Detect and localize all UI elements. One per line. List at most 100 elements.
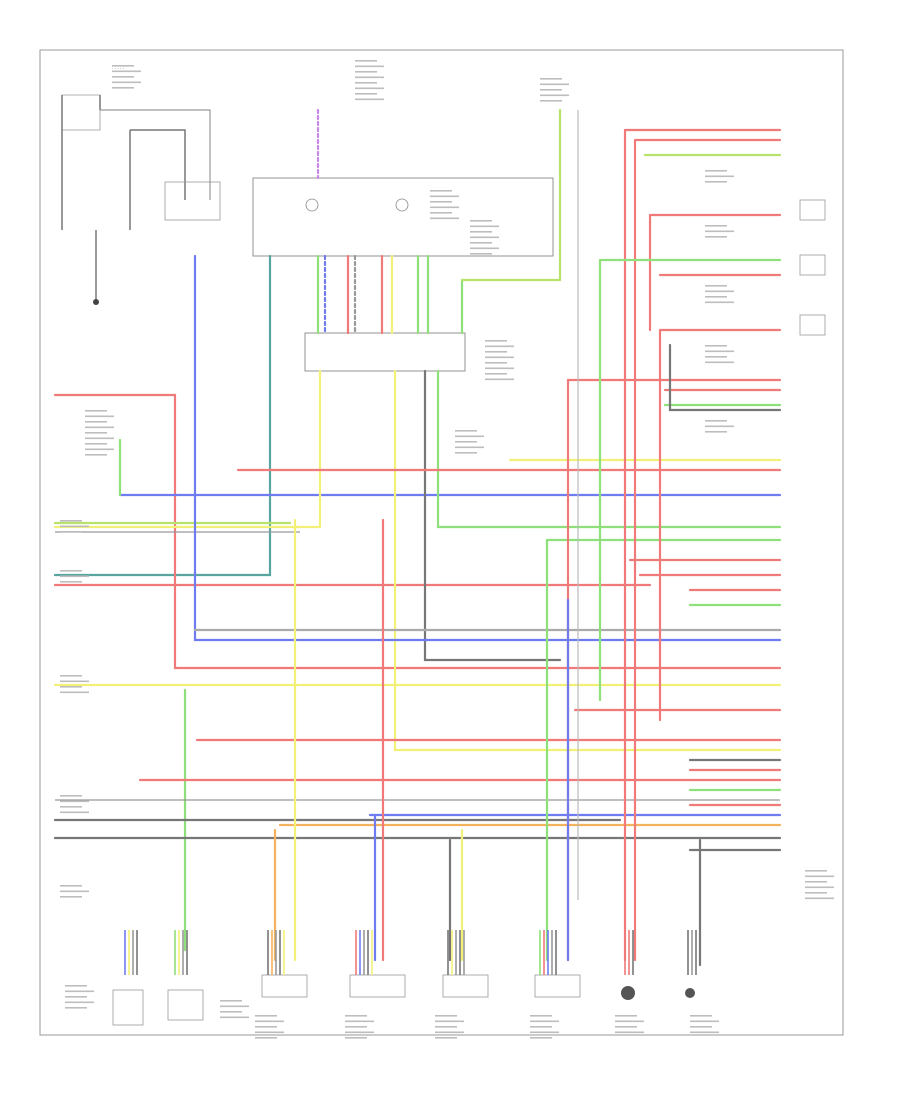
- label-line: [615, 1026, 637, 1028]
- label-line: [60, 525, 89, 528]
- label-line: [60, 795, 82, 797]
- label-line: [485, 367, 514, 370]
- label-line: [705, 356, 727, 358]
- label-line: [705, 181, 727, 183]
- label-line: [112, 70, 141, 73]
- label-line: [60, 896, 82, 898]
- label-line: [455, 430, 477, 432]
- label-line: [85, 426, 114, 429]
- label-line: [455, 441, 477, 443]
- label-line: [355, 76, 384, 79]
- connector-4: [349, 974, 406, 998]
- label-line: [705, 301, 734, 304]
- module-wires: [53, 108, 562, 577]
- sensor-right: [685, 988, 695, 998]
- label-line: [705, 236, 727, 238]
- label-line: [345, 1015, 367, 1017]
- label-line: [455, 446, 484, 449]
- label-line: [705, 425, 734, 428]
- label-line: [705, 296, 727, 298]
- label-line: [85, 410, 107, 412]
- label-line: [60, 811, 89, 814]
- label-line: [60, 691, 89, 694]
- label-line: [65, 990, 94, 993]
- label-line: [435, 1015, 457, 1017]
- label-line: [530, 1037, 552, 1039]
- label-line: [60, 575, 89, 578]
- label-line: [690, 1020, 719, 1023]
- label-line: [805, 881, 827, 883]
- label-line: [355, 98, 384, 101]
- connector-5: [442, 974, 489, 998]
- label-line: [345, 1026, 367, 1028]
- label-line: [60, 581, 82, 583]
- vertical-trunk: [273, 110, 579, 962]
- label-line: [220, 1011, 242, 1013]
- label-line: [65, 985, 87, 987]
- label-line: [60, 800, 89, 803]
- label-line: [540, 83, 569, 86]
- label-line: [255, 1015, 277, 1017]
- connector-1: [112, 989, 144, 1026]
- upper-control-module: [252, 177, 554, 257]
- label-line: [470, 231, 492, 233]
- label-line: [65, 1007, 87, 1009]
- label-line: [85, 448, 114, 451]
- label-line: [470, 247, 499, 250]
- label-line: [60, 675, 82, 677]
- label-line: [455, 435, 484, 438]
- label-line: [255, 1020, 284, 1023]
- label-line: [85, 421, 107, 423]
- label-line: [435, 1037, 457, 1039]
- label-line: [455, 452, 477, 454]
- right-harness: [598, 128, 826, 967]
- label-line: [540, 89, 562, 91]
- label-line: [485, 362, 507, 364]
- label-line: [470, 253, 492, 255]
- label-line: [705, 420, 727, 422]
- top-left-component: · · · · ·: [61, 66, 221, 305]
- label-line: [255, 1031, 284, 1034]
- label-line: [615, 1020, 644, 1023]
- label-line: [430, 206, 459, 209]
- label-line: [60, 806, 82, 808]
- sensor-left: [621, 986, 635, 1000]
- label-line: [65, 996, 87, 998]
- label-line: [705, 225, 727, 227]
- label-line: [705, 170, 727, 172]
- label-line: [430, 217, 459, 220]
- label-line: [530, 1015, 552, 1017]
- label-line: [355, 71, 377, 73]
- label-line: [705, 350, 734, 353]
- label-line: [85, 415, 114, 418]
- label-line: [705, 175, 734, 178]
- label-line: [705, 431, 727, 433]
- top-left-label: · · · · ·: [112, 66, 124, 71]
- label-line: [85, 443, 107, 445]
- label-line: [540, 94, 569, 97]
- label-line: [615, 1015, 637, 1017]
- label-line: [112, 81, 141, 84]
- label-line: [60, 885, 82, 887]
- label-line: [435, 1020, 464, 1023]
- label-line: [355, 65, 384, 68]
- label-line: [540, 100, 562, 102]
- label-line: [690, 1026, 712, 1028]
- label-line: [60, 520, 82, 522]
- label-line: [485, 378, 514, 381]
- label-line: [60, 570, 82, 572]
- label-line: [485, 356, 514, 359]
- label-line: [485, 345, 514, 348]
- label-line: [690, 1015, 712, 1017]
- label-line: [805, 875, 834, 878]
- label-line: [345, 1037, 367, 1039]
- label-line: [615, 1031, 644, 1034]
- label-line: [355, 60, 377, 62]
- label-line: [112, 65, 134, 67]
- label-line: [85, 437, 114, 440]
- label-line: [485, 340, 507, 342]
- label-line: [255, 1037, 277, 1039]
- label-line: [255, 1026, 277, 1028]
- label-line: [485, 373, 507, 375]
